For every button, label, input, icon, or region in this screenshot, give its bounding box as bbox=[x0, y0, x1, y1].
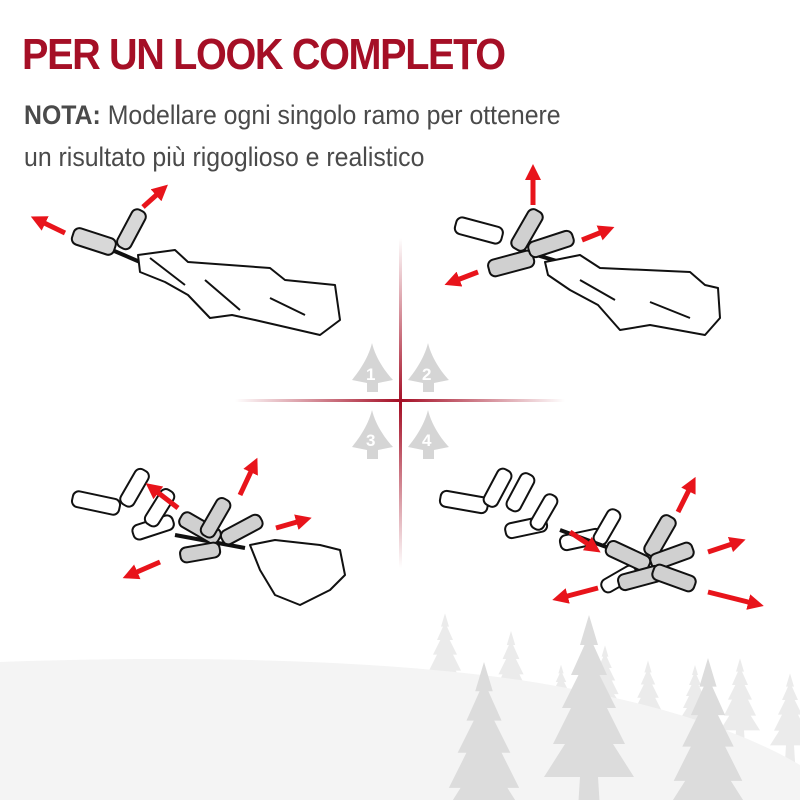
step-2-branch bbox=[453, 208, 721, 336]
note-text: NOTA: Modellare ogni singolo ramo per ot… bbox=[24, 94, 561, 178]
arrow bbox=[568, 529, 601, 553]
page-title: PER UN LOOK COMPLETO bbox=[22, 30, 506, 79]
step-1-number: 1 bbox=[366, 365, 375, 384]
arrow bbox=[275, 514, 312, 531]
arrow bbox=[141, 184, 168, 209]
note-line-2: un risultato più rigoglioso e realistico bbox=[24, 142, 425, 172]
step-2-tree-icon: 2 bbox=[408, 343, 449, 392]
step-1-branch bbox=[70, 208, 341, 336]
step-4-branch bbox=[438, 467, 697, 594]
arrow bbox=[707, 536, 746, 555]
arrow bbox=[675, 476, 696, 514]
arrow bbox=[444, 269, 479, 287]
vertical-divider bbox=[399, 238, 402, 568]
arrow bbox=[30, 216, 67, 236]
step-4-tree-icon: 4 bbox=[408, 410, 449, 459]
step-3-number: 3 bbox=[366, 431, 375, 450]
note-label: NOTA: bbox=[24, 100, 101, 130]
arrow bbox=[122, 559, 161, 580]
step-1-tree-icon: 1 bbox=[352, 343, 393, 392]
note-line-1: NOTA: Modellare ogni singolo ramo per ot… bbox=[24, 94, 561, 136]
step-3-branch bbox=[70, 467, 346, 606]
arrow bbox=[145, 483, 180, 510]
arrow bbox=[707, 589, 764, 610]
arrow bbox=[552, 585, 599, 604]
note-line-1-text: Modellare ogni singolo ramo per ottenere bbox=[100, 100, 561, 130]
step-3-tree-icon: 3 bbox=[352, 410, 393, 459]
step-4-number: 4 bbox=[422, 431, 432, 450]
arrow bbox=[237, 457, 258, 497]
step-2-number: 2 bbox=[422, 365, 431, 384]
arrow bbox=[581, 225, 615, 243]
